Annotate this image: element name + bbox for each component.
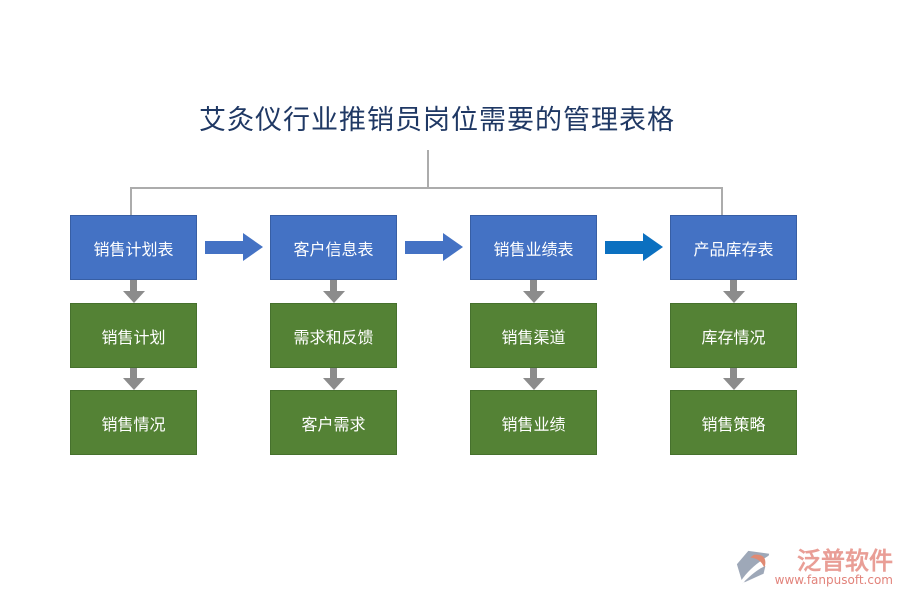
fanpu-logo-text: 泛普软件 www.fanpusoft.com <box>775 548 893 587</box>
arrow-shaft <box>405 240 443 254</box>
header-box: 产品库存表 <box>670 215 797 280</box>
arrow-head <box>522 378 545 390</box>
arrow-shaft <box>330 368 337 378</box>
arrow-head <box>243 233 263 261</box>
item-box: 客户需求 <box>270 390 397 455</box>
arrow-shaft <box>330 280 337 291</box>
connector-line-horizontal <box>130 187 723 189</box>
arrow-head <box>122 291 145 303</box>
fanpu-watermark: 泛普软件 www.fanpusoft.com <box>735 548 893 591</box>
item-box: 销售计划 <box>70 303 197 368</box>
fanpu-logo-icon <box>735 549 773 591</box>
arrow-right-icon <box>605 233 663 261</box>
header-box: 销售业绩表 <box>470 215 597 280</box>
header-box: 销售计划表 <box>70 215 197 280</box>
arrow-head <box>322 291 345 303</box>
item-box: 销售渠道 <box>470 303 597 368</box>
arrow-down-icon <box>670 280 797 303</box>
item-box: 库存情况 <box>670 303 797 368</box>
item-label: 销售情况 <box>101 414 166 434</box>
header-label: 产品库存表 <box>693 239 774 259</box>
page-title: 艾灸仪行业推销员岗位需要的管理表格 <box>199 105 675 136</box>
connector-line-title-stub <box>427 150 429 188</box>
arrow-shaft <box>530 280 537 291</box>
connector-line-left-drop <box>130 187 132 216</box>
flow-column-sales-plan: 销售计划表 销售计划 销售情况 <box>70 215 197 455</box>
arrow-head <box>443 233 463 261</box>
header-label: 销售计划表 <box>93 239 174 259</box>
arrow-shaft <box>730 368 737 378</box>
arrow-head <box>322 378 345 390</box>
arrow-down-icon <box>670 368 797 390</box>
arrow-right-icon <box>205 233 263 261</box>
item-box: 销售业绩 <box>470 390 597 455</box>
arrow-head <box>522 291 545 303</box>
item-label: 销售渠道 <box>501 327 566 347</box>
item-label: 销售策略 <box>701 414 766 434</box>
item-box: 销售情况 <box>70 390 197 455</box>
item-label: 库存情况 <box>701 327 766 347</box>
flow-column-sales-performance: 销售业绩表 销售渠道 销售业绩 <box>470 215 597 455</box>
arrow-down-icon <box>270 280 397 303</box>
arrow-shaft <box>730 280 737 291</box>
arrow-down-icon <box>470 280 597 303</box>
arrow-shaft <box>530 368 537 378</box>
header-label: 销售业绩表 <box>493 239 574 259</box>
arrow-down-icon <box>270 368 397 390</box>
arrow-shaft <box>130 280 137 291</box>
arrow-shaft <box>605 240 643 254</box>
item-label: 需求和反馈 <box>293 327 374 347</box>
connector-line-right-drop <box>721 187 723 216</box>
arrow-down-icon <box>470 368 597 390</box>
arrow-shaft <box>205 240 243 254</box>
item-box: 销售策略 <box>670 390 797 455</box>
header-label: 客户信息表 <box>293 239 374 259</box>
item-box: 需求和反馈 <box>270 303 397 368</box>
arrow-down-icon <box>70 280 197 303</box>
arrow-shaft <box>130 368 137 378</box>
arrow-head <box>643 233 663 261</box>
item-label: 客户需求 <box>301 414 366 434</box>
fanpu-website-url: www.fanpusoft.com <box>774 573 893 587</box>
arrow-head <box>122 378 145 390</box>
arrow-right-icon <box>405 233 463 261</box>
arrow-down-icon <box>70 368 197 390</box>
item-label: 销售业绩 <box>501 414 566 434</box>
arrow-head <box>722 378 745 390</box>
flow-column-customer-info: 客户信息表 需求和反馈 客户需求 <box>270 215 397 455</box>
header-box: 客户信息表 <box>270 215 397 280</box>
item-label: 销售计划 <box>101 327 166 347</box>
fanpu-brand-name: 泛普软件 <box>797 546 893 575</box>
arrow-head <box>722 291 745 303</box>
flow-column-product-inventory: 产品库存表 库存情况 销售策略 <box>670 215 797 455</box>
